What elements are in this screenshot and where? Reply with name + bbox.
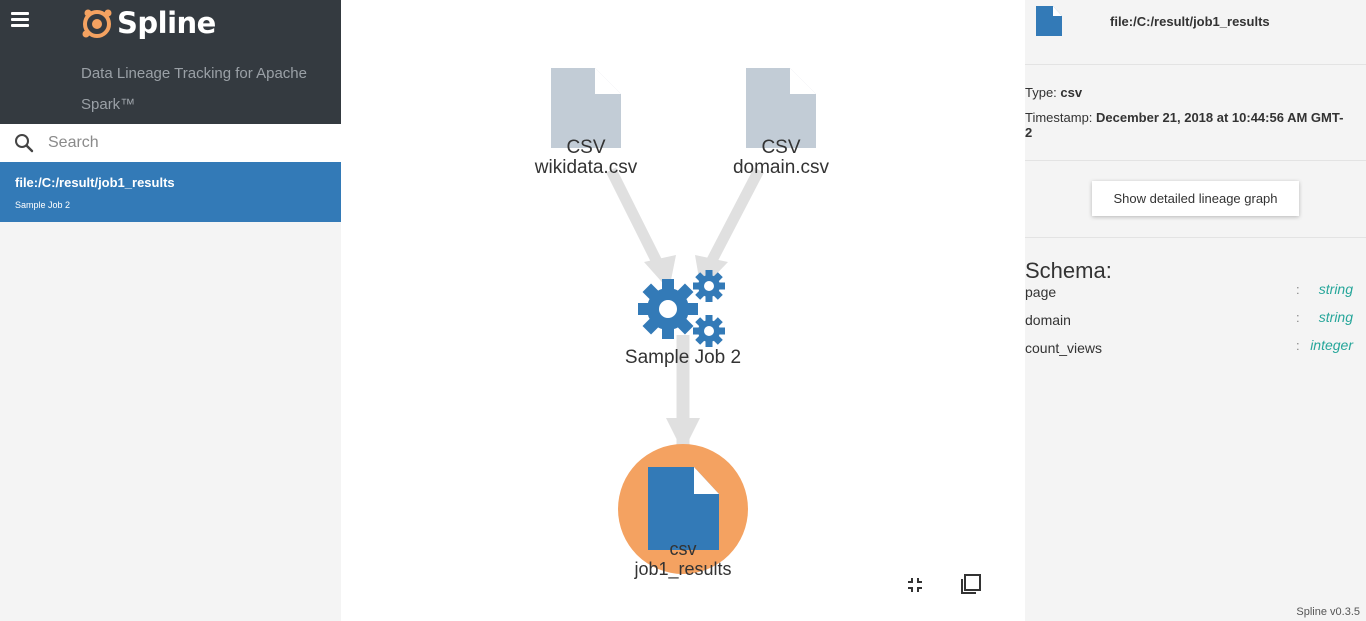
search-input[interactable] — [48, 130, 328, 156]
detail-timestamp: Timestamp: December 21, 2018 at 10:44:56… — [1025, 110, 1345, 140]
node-label-wikidata: CSV wikidata.csv — [535, 138, 637, 178]
search-icon — [15, 134, 34, 153]
result-title: file:/C:/result/job1_results — [15, 175, 175, 190]
schema-colon: : — [1296, 338, 1300, 353]
node-type: csv — [669, 539, 697, 559]
result-subtitle: Sample Job 2 — [15, 200, 71, 210]
timestamp-value: December 21, 2018 at 10:44:56 AM GMT-2 — [1025, 110, 1344, 140]
lineage-graph-canvas[interactable]: CSV wikidata.csv CSV domain.csv Sample J… — [341, 0, 1025, 621]
file-fold — [694, 467, 719, 494]
node-label-target: csv job1_results — [634, 539, 731, 579]
list-item-result[interactable]: file:/C:/result/job1_results Sample Job … — [0, 162, 341, 222]
file-fold — [595, 68, 621, 94]
schema-colon: : — [1296, 282, 1300, 297]
show-lineage-graph-button[interactable]: Show detailed lineage graph — [1092, 181, 1299, 216]
detail-type: Type: csv — [1025, 85, 1082, 100]
fit-to-screen-icon[interactable] — [906, 576, 924, 594]
expand-icon[interactable] — [959, 572, 983, 596]
file-icon — [551, 68, 621, 148]
type-value: csv — [1060, 85, 1083, 100]
graph-node-source-wikidata[interactable] — [551, 68, 621, 148]
node-name: domain.csv — [732, 157, 830, 178]
schema-field-type: string — [1318, 309, 1353, 325]
node-name: wikidata.csv — [534, 157, 638, 178]
node-label-job: Sample Job 2 — [624, 347, 742, 368]
schema-field-type: integer — [1310, 337, 1353, 353]
sidebar: Spline Data Lineage Tracking for Apache … — [0, 0, 341, 621]
file-icon — [746, 68, 816, 148]
file-icon — [1036, 6, 1062, 36]
node-type: CSV — [566, 137, 606, 158]
divider — [1025, 160, 1366, 161]
edge-wikidata-to-job[interactable] — [606, 167, 666, 273]
type-label: Type: — [1025, 85, 1057, 100]
schema-field-type: string — [1318, 281, 1353, 297]
edge-arrowhead — [666, 418, 700, 452]
schema-row: page : string — [1025, 281, 1358, 304]
node-label-domain: CSV domain.csv — [733, 138, 829, 178]
divider — [1025, 237, 1366, 238]
schema-field-name: domain — [1025, 312, 1071, 328]
node-name: job1_results — [634, 559, 732, 579]
search-bar — [0, 124, 341, 162]
sidebar-header: Spline Data Lineage Tracking for Apache … — [0, 0, 341, 124]
graph-node-target[interactable] — [618, 444, 748, 574]
gears-icon — [638, 270, 725, 347]
app-tagline: Data Lineage Tracking for Apache Spark™ — [81, 65, 307, 113]
file-fold — [790, 68, 816, 94]
edge-domain-to-job[interactable] — [702, 167, 764, 273]
schema-field-name: page — [1025, 284, 1057, 300]
detail-title: file:/C:/result/job1_results — [1110, 14, 1270, 29]
app-name: Spline — [117, 6, 216, 40]
lineage-graph — [551, 68, 816, 574]
timestamp-label: Timestamp: — [1025, 110, 1093, 125]
graph-node-job[interactable] — [638, 270, 725, 347]
node-type: CSV — [761, 137, 801, 158]
detail-panel: file:/C:/result/job1_results Type: csv T… — [1025, 0, 1366, 621]
schema-field-name: count_views — [1025, 340, 1103, 356]
hamburger-icon[interactable] — [11, 12, 29, 28]
schema-row: domain : string — [1025, 309, 1358, 332]
graph-node-source-domain[interactable] — [746, 68, 816, 148]
divider — [1025, 64, 1366, 65]
app-version: Spline v0.3.5 — [1296, 606, 1360, 618]
spline-logo-icon — [82, 9, 112, 38]
schema-row: count_views : integer — [1025, 337, 1358, 360]
schema-colon: : — [1296, 310, 1300, 325]
schema-title: Schema: — [1025, 258, 1112, 283]
